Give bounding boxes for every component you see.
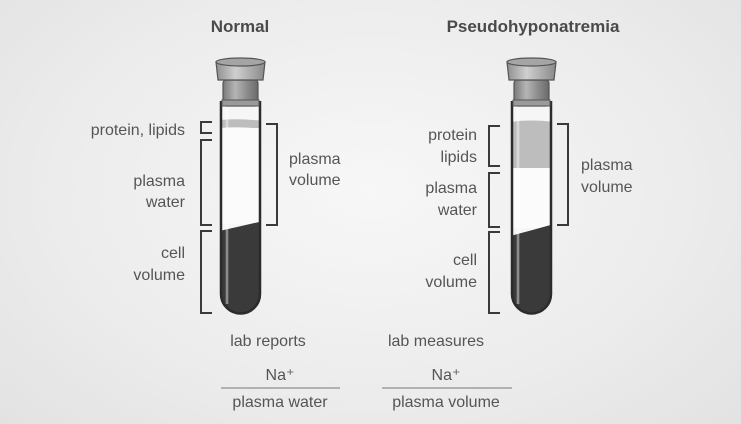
normal-plasma-water-label-2: water	[145, 194, 186, 211]
normal-title: Normal	[211, 17, 270, 36]
pseudo-cell-volume-bracket	[488, 231, 500, 314]
normal-cell-volume-bracket	[200, 230, 212, 314]
pseudo-tube-outline	[510, 101, 553, 315]
pseudo-cap-collar	[512, 99, 551, 107]
normal-protein-lipids-label: protein, lipids	[91, 122, 185, 139]
normal-cell-volume-label-2: volume	[133, 267, 185, 284]
normal-plasma-volume-label-1: plasma	[289, 151, 341, 168]
normal-tube-outline	[219, 101, 262, 315]
pseudo-plasma-water-bracket	[488, 172, 500, 228]
pseudo-plasma-volume-label-2: volume	[581, 179, 633, 196]
normal-lab-caption: lab reports	[230, 333, 306, 350]
normal-plasma-volume-bracket	[266, 123, 278, 226]
pseudo-protein-bracket	[488, 125, 500, 167]
normal-cell-volume-label-1: cell	[161, 245, 185, 262]
pseudo-protein-label-2: lipids	[441, 149, 477, 166]
pseudo-cap-rim	[506, 57, 557, 67]
pseudo-title: Pseudohyponatremia	[447, 17, 620, 36]
pseudo-fraction-numerator: Na⁺	[432, 367, 461, 384]
pseudo-plasma-water-label-1: plasma	[425, 180, 477, 197]
pseudo-plasma-volume-label-1: plasma	[581, 157, 633, 174]
pseudo-cell-volume-label-1: cell	[453, 252, 477, 269]
normal-plasma-volume-label-2: volume	[289, 172, 341, 189]
normal-test-tube	[215, 57, 266, 315]
normal-fraction-numerator: Na⁺	[266, 367, 295, 384]
pseudo-fraction-denominator: plasma volume	[392, 394, 500, 411]
pseudo-plasma-water-label-2: water	[437, 202, 478, 219]
normal-cap-rim	[215, 57, 266, 67]
pseudo-plasma-volume-bracket	[557, 123, 569, 226]
normal-plasma-water-bracket	[200, 139, 212, 226]
normal-plasma-water-label-1: plasma	[133, 173, 185, 190]
pseudo-protein-label-1: protein	[428, 127, 477, 144]
normal-glass-highlight	[225, 104, 233, 304]
pseudo-glass-highlight	[516, 104, 524, 304]
pseudo-test-tube	[506, 57, 557, 315]
normal-fraction-denominator: plasma water	[232, 394, 328, 411]
normal-protein-bracket	[200, 121, 212, 134]
normal-cap-collar	[221, 99, 260, 107]
pseudo-lab-caption: lab measures	[388, 333, 484, 350]
pseudo-cell-volume-label-2: volume	[425, 274, 477, 291]
